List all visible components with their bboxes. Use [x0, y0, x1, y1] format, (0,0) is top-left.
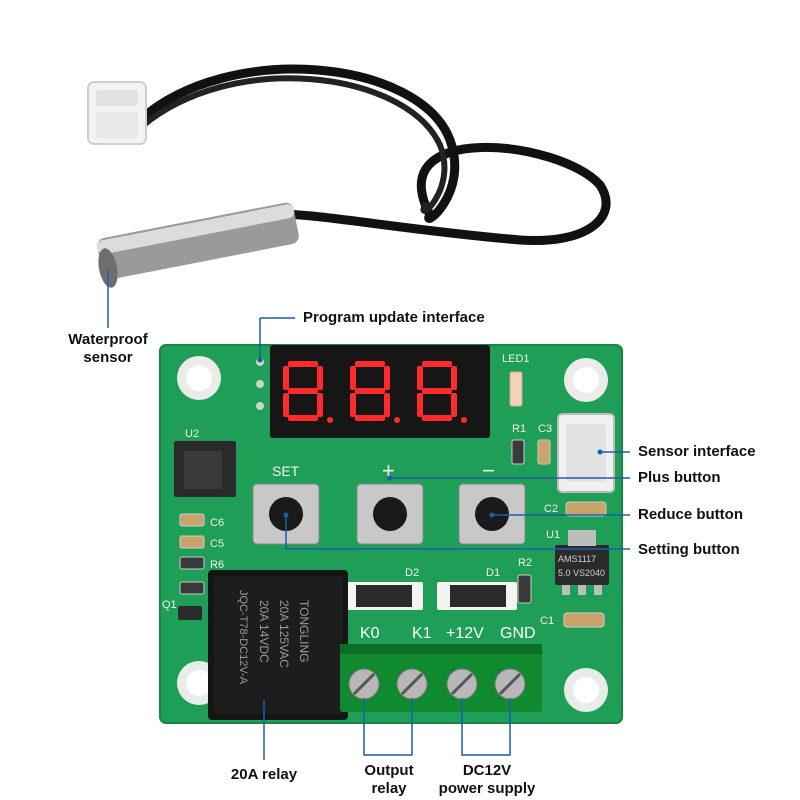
terminal-label-12v: +12V [446, 625, 484, 642]
mounting-hole [564, 668, 608, 712]
silk-c3: C3 [538, 423, 552, 435]
resistor-r1 [511, 439, 525, 465]
terminal-block [340, 644, 542, 712]
resistor-small [179, 581, 205, 595]
label-waterproof-sensor-line1: Waterproof [68, 331, 148, 348]
silk-r1: R1 [512, 423, 526, 435]
transistor-q1 [178, 606, 202, 620]
microcontroller-chip [174, 441, 236, 497]
label-waterproof-sensor: Waterproof sensor [58, 331, 158, 367]
relay-text-2: 20A 125VAC [277, 600, 291, 668]
capacitor-c6 [179, 513, 205, 527]
capacitor-c2 [565, 501, 607, 517]
led-indicator [509, 371, 523, 407]
voltage-regulator: AMS1117 5.0 VS2040 [555, 530, 609, 595]
terminal-screw-12v[interactable] [446, 668, 478, 700]
terminal-screw-k0[interactable] [348, 668, 380, 700]
callout-dots [257, 357, 603, 518]
label-dc12v-line1: DC12V [462, 762, 512, 779]
regulator-text-2: 5.0 VS2040 [558, 568, 605, 578]
label-output-relay-line2: relay [371, 780, 407, 797]
terminal-screw-k1[interactable] [396, 668, 428, 700]
relay-text-3: 20A 14VDC [257, 600, 271, 663]
mounting-hole [177, 356, 221, 400]
mounting-hole [564, 358, 608, 402]
temperature-probe [97, 202, 299, 288]
diode-d1 [450, 585, 506, 607]
diode-d2 [356, 585, 412, 607]
label-plus-button: Plus button [638, 469, 721, 486]
silk-d2: D2 [405, 567, 419, 579]
relay-text-4: JQC-T78-DC12V-A [237, 590, 249, 685]
silk-r2: R2 [518, 557, 532, 569]
silk-set-label: SET [272, 463, 300, 479]
silk-minus-label: − [482, 458, 495, 483]
label-20a-relay: 20A relay [230, 766, 298, 783]
seven-segment-display [270, 345, 490, 438]
label-dc12v-power-supply: DC12V power supply [430, 762, 544, 798]
resistor-r2 [517, 574, 532, 604]
silk-c1: C1 [540, 615, 554, 627]
sensor-connector-plug [87, 81, 147, 145]
silk-led1: LED1 [502, 353, 530, 365]
silk-r6: R6 [210, 559, 224, 571]
regulator-text-1: AMS1117 [558, 554, 596, 564]
label-sensor-interface: Sensor interface [638, 443, 756, 460]
terminal-label-k0: K0 [360, 625, 380, 642]
label-dc12v-line2: power supply [438, 780, 536, 797]
terminal-screw-gnd[interactable] [494, 668, 526, 700]
silk-u1: U1 [546, 529, 560, 541]
silk-c2: C2 [544, 503, 558, 515]
terminal-label-gnd: GND [500, 625, 536, 642]
label-output-relay: Output relay [350, 762, 428, 798]
callout-lines [107, 270, 630, 760]
relay-text-1: TONGLING [297, 600, 311, 662]
silk-c5: C5 [210, 538, 224, 550]
silk-c6: C6 [210, 517, 224, 529]
display-digits [283, 361, 467, 423]
plus-button[interactable] [356, 483, 424, 545]
callout-line-output-relay [363, 698, 413, 756]
label-output-relay-line1: Output [364, 762, 414, 779]
label-program-update-interface: Program update interface [303, 309, 485, 326]
silk-u2: U2 [185, 428, 199, 440]
terminal-label-k1: K1 [412, 625, 432, 642]
pcb-board: LED1 U2 R1 C3 C6 C5 R6 Q1 SET + − [159, 344, 623, 724]
label-setting-button: Setting button [638, 541, 740, 558]
silk-q1: Q1 [162, 599, 177, 611]
sensor-interface-connector[interactable] [557, 413, 615, 493]
resistor-r6 [179, 556, 205, 570]
relay-20a: TONGLING 20A 125VAC 20A 14VDC JQC-T78-DC… [208, 570, 348, 720]
capacitor-c3 [537, 439, 551, 465]
capacitor-c1 [563, 612, 605, 628]
label-reduce-button: Reduce button [638, 506, 743, 523]
waterproof-sensor-cable [87, 64, 611, 288]
silk-d1: D1 [486, 567, 500, 579]
capacitor-c5 [179, 535, 205, 549]
label-waterproof-sensor-line2: sensor [83, 349, 133, 366]
callout-line-dc12v [461, 698, 511, 756]
